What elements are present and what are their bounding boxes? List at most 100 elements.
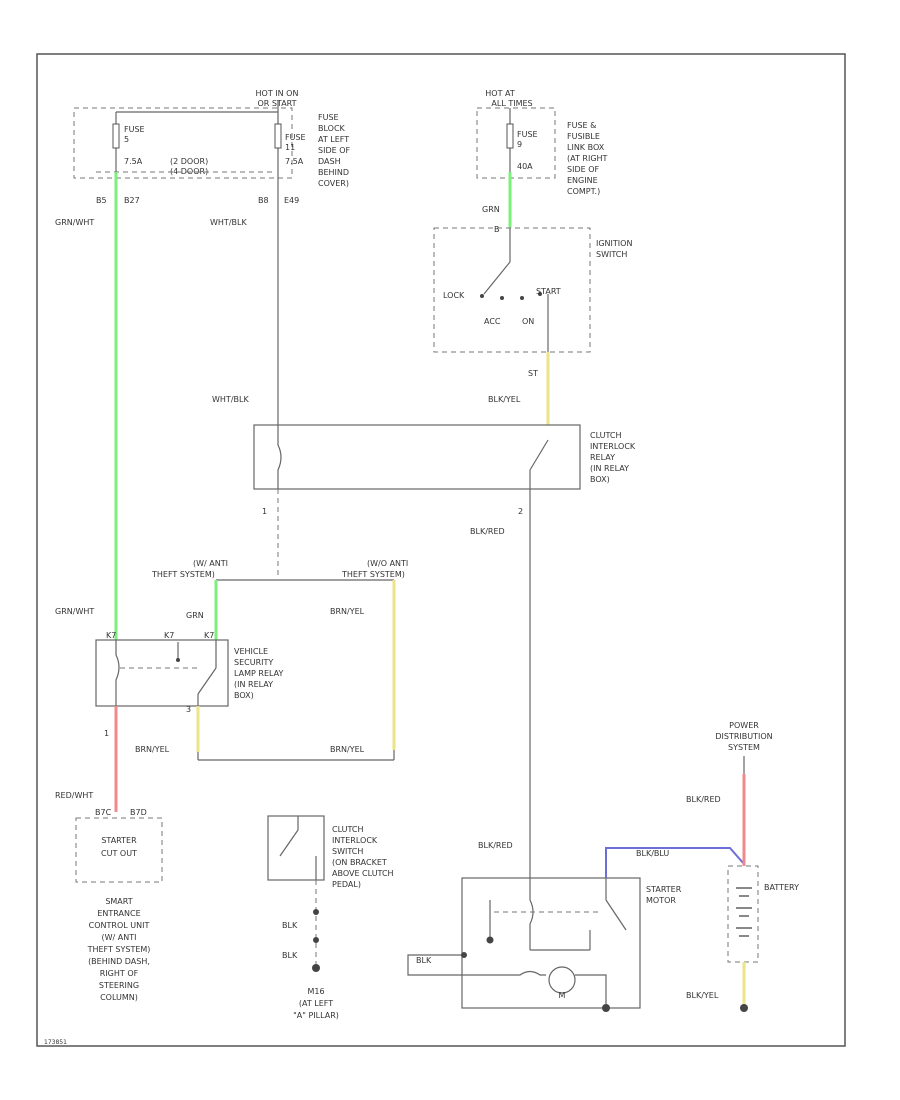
- vehicle-security-lamp-relay: [95, 639, 229, 707]
- ground-connector-1: [313, 909, 319, 915]
- fuse-block-label-1: FUSE: [318, 113, 339, 122]
- ground-label-3: "A" PILLAR): [293, 1011, 339, 1020]
- wire-brn-yel-b1-label: BRN/YEL: [135, 745, 170, 754]
- ignition-on-label: ON: [522, 317, 534, 326]
- wire-blk-red-right-label: BLK/RED: [686, 795, 721, 804]
- fuse-block-enclosure: [73, 107, 293, 179]
- hot-at-all-label-1: HOT AT: [485, 89, 515, 98]
- wire-wht-blk-mid-label: WHT/BLK: [212, 395, 249, 404]
- fuse-block-label-6: BEHIND: [318, 168, 349, 177]
- ground-label-2: (AT LEFT: [299, 999, 333, 1008]
- clutch-relay-label-4: (IN RELAY: [590, 464, 629, 473]
- smart-label-5: THEFT SYSTEM): [87, 945, 151, 954]
- wire-wht-blk-top-label: WHT/BLK: [210, 218, 247, 227]
- wire-brn-yel-b2-label: BRN/YEL: [330, 745, 365, 754]
- pin-b7d: B7D: [130, 808, 147, 817]
- fuse-5-number: 5: [124, 135, 129, 144]
- clutch-sw-label-4: (ON BRACKET: [332, 858, 387, 867]
- battery-enclosure: [727, 865, 759, 963]
- wire-brn-yel-right-label: BRN/YEL: [330, 607, 365, 616]
- smart-label-9: COLUMN): [100, 993, 138, 1002]
- fuse-9: [506, 123, 514, 149]
- power-dist-label-2: DISTRIBUTION: [715, 732, 772, 741]
- pin-k7-a: K7: [106, 631, 116, 640]
- battery-label: BATTERY: [764, 883, 799, 892]
- ignition-label-1: IGNITION: [596, 239, 632, 248]
- pin-b27: B27: [124, 196, 140, 205]
- starter-cut-label-2: CUT OUT: [101, 849, 137, 858]
- vsl-label-3: LAMP RELAY: [234, 669, 283, 678]
- ignition-switch-arm: [483, 261, 511, 295]
- fuse-11: [274, 123, 282, 149]
- starter-motor-return: [575, 974, 607, 1008]
- ignition-contact-on: [520, 296, 524, 300]
- clutch-relay-label-1: CLUTCH: [590, 431, 622, 440]
- ignition-switch-enclosure: [433, 227, 591, 353]
- wire-blk-red-mid-label: BLK/RED: [470, 527, 505, 536]
- pin-b7c: B7C: [95, 808, 112, 817]
- fusible-label-1: FUSE &: [567, 121, 596, 130]
- pin-e49: E49: [284, 196, 299, 205]
- clutch-relay-label-5: BOX): [590, 475, 610, 484]
- ground-point: [312, 964, 320, 972]
- fusible-label-4: (AT RIGHT: [567, 154, 608, 163]
- clutch-sw-label-2: INTERLOCK: [332, 836, 378, 845]
- fuse-9-number: 9: [517, 140, 522, 149]
- pin-b5: B5: [96, 196, 107, 205]
- pin-2-clutch: 2: [518, 507, 523, 516]
- starter-cut-out-enclosure: [75, 817, 163, 883]
- starter-blk-ground-wire: [407, 954, 470, 976]
- ignition-start-label: START: [536, 287, 561, 296]
- ignition-lock-label: LOCK: [443, 291, 465, 300]
- fusible-label-5: SIDE OF: [567, 165, 599, 174]
- clutch-sw-label-5: ABOVE CLUTCH: [332, 869, 394, 878]
- clutch-relay-label-2: INTERLOCK: [590, 442, 636, 451]
- theft-w-label-2: THEFT SYSTEM): [151, 570, 215, 579]
- clutch-sw-label-3: SWITCH: [332, 847, 363, 856]
- figure-id: 173851: [44, 1039, 67, 1046]
- fusible-label-7: COMPT.): [567, 187, 600, 196]
- pin-b-ign: B: [494, 225, 500, 234]
- wire-blk-blu-label: BLK/BLU: [636, 849, 669, 858]
- pin-1-clutch: 1: [262, 507, 267, 516]
- vsl-label-1: VEHICLE: [234, 647, 268, 656]
- ground-connector-2: [313, 937, 319, 943]
- wire-grn-ign-label: GRN: [482, 205, 500, 214]
- hot-run-start-label-1: HOT IN ON: [256, 89, 299, 98]
- starter-ground-contact: [461, 952, 467, 958]
- pin-v3: 3: [186, 705, 191, 714]
- vsl-label-5: BOX): [234, 691, 254, 700]
- diagram-border: [36, 53, 846, 1047]
- clutch-interlock-relay: [253, 424, 581, 490]
- smart-label-1: SMART: [105, 897, 132, 906]
- clutch-interlock-switch: [267, 815, 325, 881]
- wire-grn-wht-top-label: GRN/WHT: [55, 218, 94, 227]
- smart-label-6: (BEHIND DASH,: [88, 957, 150, 966]
- fuse-11-amp: 7.5A: [285, 157, 304, 166]
- pin-k7-b: K7: [164, 631, 174, 640]
- clutch-relay-coil: [277, 430, 282, 489]
- hot-run-start-label-2: OR START: [257, 99, 296, 108]
- vsl-coil: [115, 640, 120, 706]
- fuse-5: [112, 123, 120, 149]
- fuse-block-label-3: AT LEFT: [318, 135, 349, 144]
- wire-blk-yel-top-label: BLK/YEL: [488, 395, 521, 404]
- fuse-block-label-2: BLOCK: [318, 124, 346, 133]
- starter-motor-m: M: [559, 991, 566, 1000]
- wire-grn-vsl-label: GRN: [186, 611, 204, 620]
- smart-label-7: RIGHT OF: [100, 969, 139, 978]
- starter-cut-label-1: STARTER: [101, 836, 137, 845]
- theft-wo-label-2: THEFT SYSTEM): [341, 570, 405, 579]
- starter-contact-left: [486, 936, 494, 944]
- clutch-sw-label-6: PEDAL): [332, 880, 361, 889]
- fuse-9-amp: 40A: [517, 162, 533, 171]
- fusible-label-6: ENGINE: [567, 176, 598, 185]
- fusible-link-enclosure: [476, 107, 556, 179]
- clutch-switch-arm: [279, 829, 299, 857]
- fuse-5-amp: 7.5A: [124, 157, 143, 166]
- fuse-block-label-5: DASH: [318, 157, 341, 166]
- wire-blk-2-label: BLK: [282, 951, 298, 960]
- clutch-sw-label-1: CLUTCH: [332, 825, 364, 834]
- fuse-11-label: FUSE: [285, 133, 306, 142]
